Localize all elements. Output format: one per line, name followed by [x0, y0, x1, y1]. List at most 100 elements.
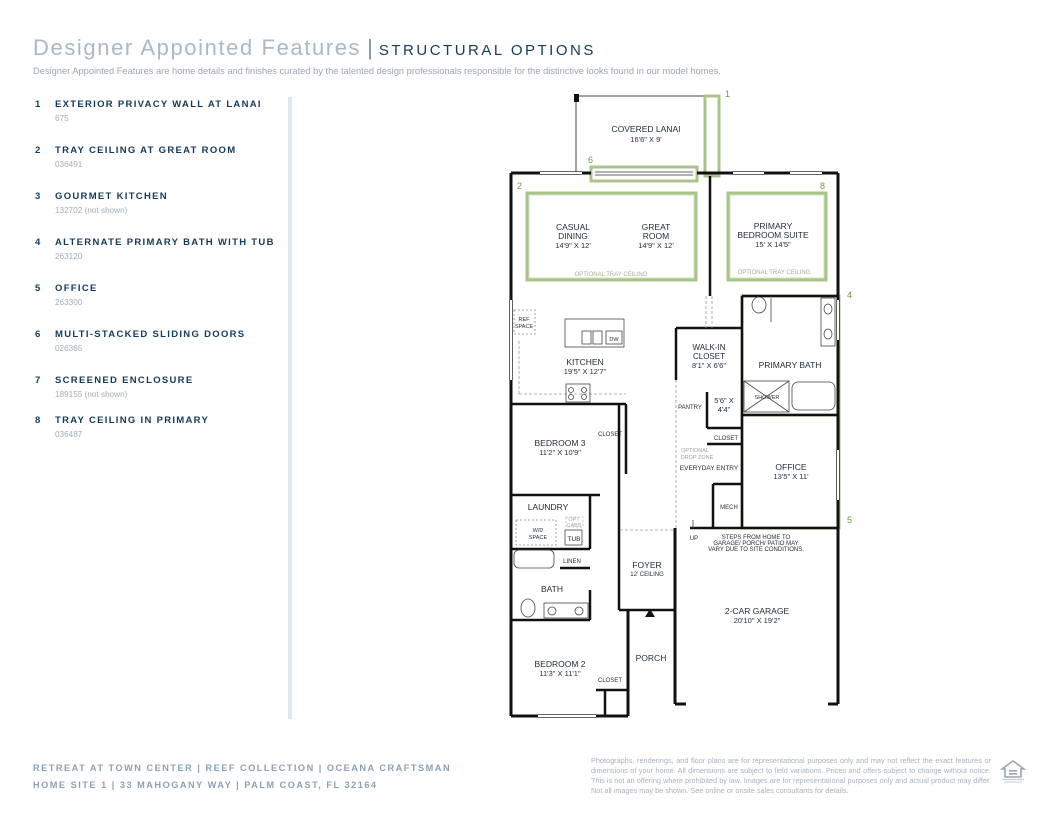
office-label: OFFICE	[775, 462, 806, 472]
closet-label: CLOSET	[714, 436, 738, 442]
foyer-ceiling: 12' CEILING	[630, 572, 664, 578]
feature-number: 6	[35, 329, 41, 340]
primary-tray-note: OPTIONAL TRAY CEILING	[738, 270, 811, 276]
laundry-label: LAUNDRY	[528, 502, 569, 512]
room-labels: COVERED LANAI 16'6" X 9' CASUAL DINING 1…	[515, 124, 822, 684]
wd-space-box	[515, 519, 557, 546]
feature-number: 1	[35, 99, 41, 110]
shower-label: SHOWER	[755, 395, 780, 401]
primary-suite-dim: 15' X 14'5"	[755, 240, 791, 249]
address-line: HOME SITE 1 | 33 MAHOGANY WAY | PALM COA…	[33, 780, 378, 790]
office-dim: 13'5" X 11'	[774, 472, 810, 481]
sliding-door	[595, 171, 693, 176]
vertical-divider	[288, 97, 292, 719]
windows	[510, 172, 839, 717]
ref-label: REF	[519, 317, 531, 323]
entry-arrow	[645, 609, 655, 617]
feature-number: 3	[35, 191, 41, 202]
community-info: RETREAT AT TOWN CENTER | REEF COLLECTION…	[33, 760, 451, 794]
kitchen-fixtures	[564, 318, 625, 403]
walkin-dim: 8'1" X 6'6"	[692, 361, 726, 370]
feature-code: 263120	[55, 252, 83, 261]
lanai-outline	[575, 95, 718, 172]
kitchen-label: KITCHEN	[566, 357, 603, 367]
page-title: Designer Appointed Features	[33, 35, 362, 60]
dining-label: CASUAL	[556, 222, 590, 232]
feature-name: OFFICE	[55, 283, 98, 294]
feature-code: 036491	[55, 160, 83, 169]
wd-label: W/D	[533, 528, 544, 534]
callout-5: 5	[847, 515, 852, 525]
tub-label: TUB	[568, 536, 581, 543]
primary-suite-label-2: BEDROOM SUITE	[737, 230, 809, 240]
feature-name: EXTERIOR PRIVACY WALL AT LANAI	[55, 99, 262, 110]
ref-label-2: SPACE	[515, 324, 534, 330]
primary-tray-highlight	[726, 191, 828, 282]
garage-dim: 20'10" X 19'2"	[734, 616, 781, 625]
primary-bath-label: PRIMARY BATH	[759, 360, 822, 370]
drop-zone-label: OPTIONAL	[681, 448, 709, 454]
wd-label-2: SPACE	[529, 535, 548, 541]
feature-name: TRAY CEILING AT GREAT ROOM	[55, 145, 237, 156]
feature-number: 8	[35, 415, 41, 426]
linen-label: LINEN	[563, 559, 581, 565]
great-room-dim: 14'9" X 12'	[638, 241, 674, 250]
kitchen-dim: 19'5" X 12'7"	[564, 367, 607, 376]
drop-zone-label-2: DROP ZONE	[681, 455, 714, 461]
bath-fixtures	[513, 296, 836, 619]
feature-name: TRAY CEILING IN PRIMARY	[55, 415, 210, 426]
feature-code: 189155 (not shown)	[55, 390, 128, 399]
community-line: RETREAT AT TOWN CENTER | REEF COLLECTION…	[33, 763, 452, 773]
feature-name: ALTERNATE PRIMARY BATH WITH TUB	[55, 237, 275, 248]
mech-label: MECH	[720, 505, 738, 511]
callout-8: 8	[820, 181, 825, 191]
feature-number: 2	[35, 145, 41, 156]
feature-name: GOURMET KITCHEN	[55, 191, 168, 202]
feature-number: 4	[35, 237, 41, 248]
feature-name: MULTI-STACKED SLIDING DOORS	[55, 329, 246, 340]
feature-code: 132702 (not shown)	[55, 206, 128, 215]
great-room-tray-highlight	[525, 191, 698, 282]
feature-code: 036487	[55, 430, 83, 439]
bedroom2-closet: CLOSET	[598, 678, 622, 684]
callout-6: 6	[588, 155, 593, 165]
ref-space-box	[513, 309, 536, 335]
bedroom2-dim: 11'3" X 11'1"	[539, 669, 581, 678]
lanai-label: COVERED LANAI	[612, 124, 681, 134]
opt-cabs-label-2: CABS	[567, 523, 582, 529]
steps-note-2: GARAGE/ PORCH/ PATIO MAY	[713, 541, 798, 547]
dw-label: DW	[609, 337, 619, 343]
primary-tray-inner	[729, 194, 825, 279]
closet-dim: 5'6" X	[714, 396, 734, 405]
garage-label: 2-CAR GARAGE	[725, 606, 790, 616]
page-subtitle: STRUCTURAL OPTIONS	[378, 42, 596, 59]
floor-plan-drawing: COVERED LANAI 16'6" X 9' CASUAL DINING 1…	[509, 89, 852, 718]
dining-label-2: DINING	[558, 231, 588, 241]
legal-disclaimer: Photographs, renderings, and floor plans…	[591, 756, 991, 795]
steps-note-1: STEPS FROM HOME TO	[722, 535, 791, 541]
closet-dim-2: 4'4"	[718, 405, 731, 414]
great-room-tray-inner	[528, 194, 695, 279]
bedroom3-label: BEDROOM 3	[534, 438, 585, 448]
bedroom3-dim: 11'2" X 10'9"	[539, 448, 581, 457]
feature-code: 263300	[55, 298, 83, 307]
steps-note-3: VARY DUE TO SITE CONDITIONS.	[708, 547, 804, 553]
opt-cabs-box	[565, 516, 584, 528]
opt-cabs-label: OPT	[568, 517, 580, 523]
privacy-wall-highlight	[703, 94, 721, 178]
lanai-dim: 16'6" X 9'	[630, 135, 662, 144]
interior-walls	[511, 176, 838, 716]
exterior-walls	[509, 171, 840, 718]
porch-label: PORCH	[636, 653, 667, 663]
feature-code: 675	[55, 114, 69, 123]
sliding-doors-highlight	[589, 165, 699, 183]
feature-number: 7	[35, 375, 41, 386]
pantry-label: PANTRY	[678, 405, 702, 411]
great-room-label: GREAT	[642, 222, 671, 232]
callout-1: 1	[725, 89, 730, 99]
title-separator: |	[367, 35, 373, 60]
dining-dim: 14'9" X 12'	[555, 241, 591, 250]
primary-suite-label: PRIMARY	[754, 221, 793, 231]
feature-name: SCREENED ENCLOSURE	[55, 375, 194, 386]
bedroom2-label: BEDROOM 2	[534, 659, 585, 669]
